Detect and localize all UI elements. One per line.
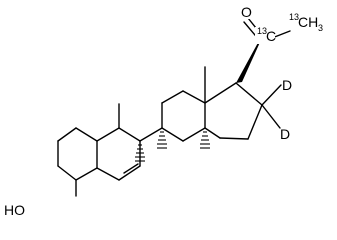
stereo-h-c9 — [135, 144, 145, 162]
deuterium-bottom-label: D — [280, 126, 290, 142]
structure-drawing: HO O 13 C 13 CH 3 D D — [4, 4, 323, 215]
ring-d — [204, 82, 263, 140]
methyl-carbon-label: CH — [298, 14, 318, 30]
hydroxyl-label: HO — [4, 202, 25, 215]
ketone-oxygen-label: O — [241, 4, 252, 20]
cd-bond-bottom — [261, 104, 281, 129]
double-bond-c5-c6 — [123, 163, 139, 174]
ring-a — [57, 127, 98, 181]
carbonyl-isotope-label: 13 — [257, 26, 267, 36]
ring-c — [139, 90, 206, 142]
cd-bond-top — [261, 84, 282, 106]
ring-b — [96, 127, 141, 181]
stereo-h-c8 — [157, 131, 167, 149]
structure-canvas: HO O 13 C 13 CH 3 D D — [4, 4, 323, 215]
carbonyl-carbon-label: C — [266, 28, 276, 44]
stereo-h-c14 — [200, 131, 210, 149]
methyl-isotope-label: 13 — [289, 12, 299, 22]
deuterium-top-label: D — [282, 77, 292, 93]
methyl-subscript-label: 3 — [318, 23, 323, 33]
